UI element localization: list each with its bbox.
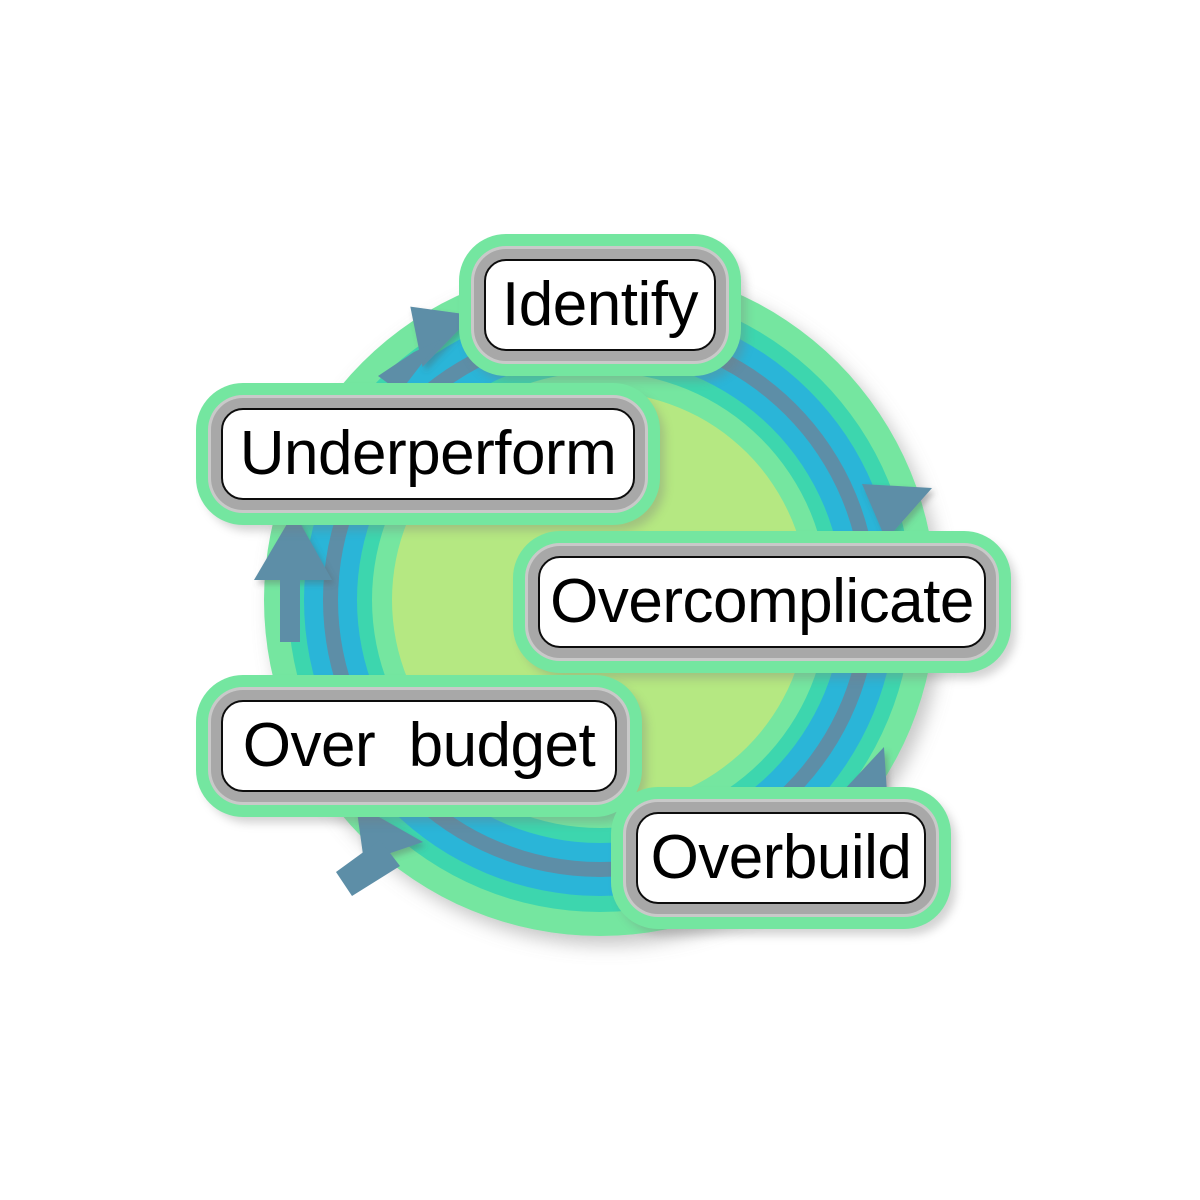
node-overbuild[interactable]: Overbuild	[636, 812, 926, 904]
node-overcomplicate[interactable]: Overcomplicate	[538, 556, 986, 648]
node-overcomplicate-label: Overcomplicate	[550, 567, 974, 636]
arrow-shafts	[280, 340, 440, 896]
shaft-identify	[378, 340, 440, 392]
arrow-to-underperform-head	[254, 512, 332, 580]
node-over-budget-label: Over budget	[242, 711, 596, 780]
shaft-over-budget	[336, 840, 400, 896]
arrow-to-overbuild-head	[829, 747, 887, 806]
node-over-budget[interactable]: Over budget	[221, 700, 617, 792]
node-identify[interactable]: Identify	[484, 259, 716, 351]
arrow-to-overcomplicate-head	[862, 484, 932, 540]
shaft-underperform	[280, 570, 300, 642]
node-underperform-label: Underperform	[239, 419, 617, 488]
node-overbuild-label: Overbuild	[650, 823, 912, 892]
node-underperform[interactable]: Underperform	[221, 408, 635, 500]
node-identify-label: Identify	[502, 270, 698, 339]
arrow-heads	[254, 306, 932, 862]
